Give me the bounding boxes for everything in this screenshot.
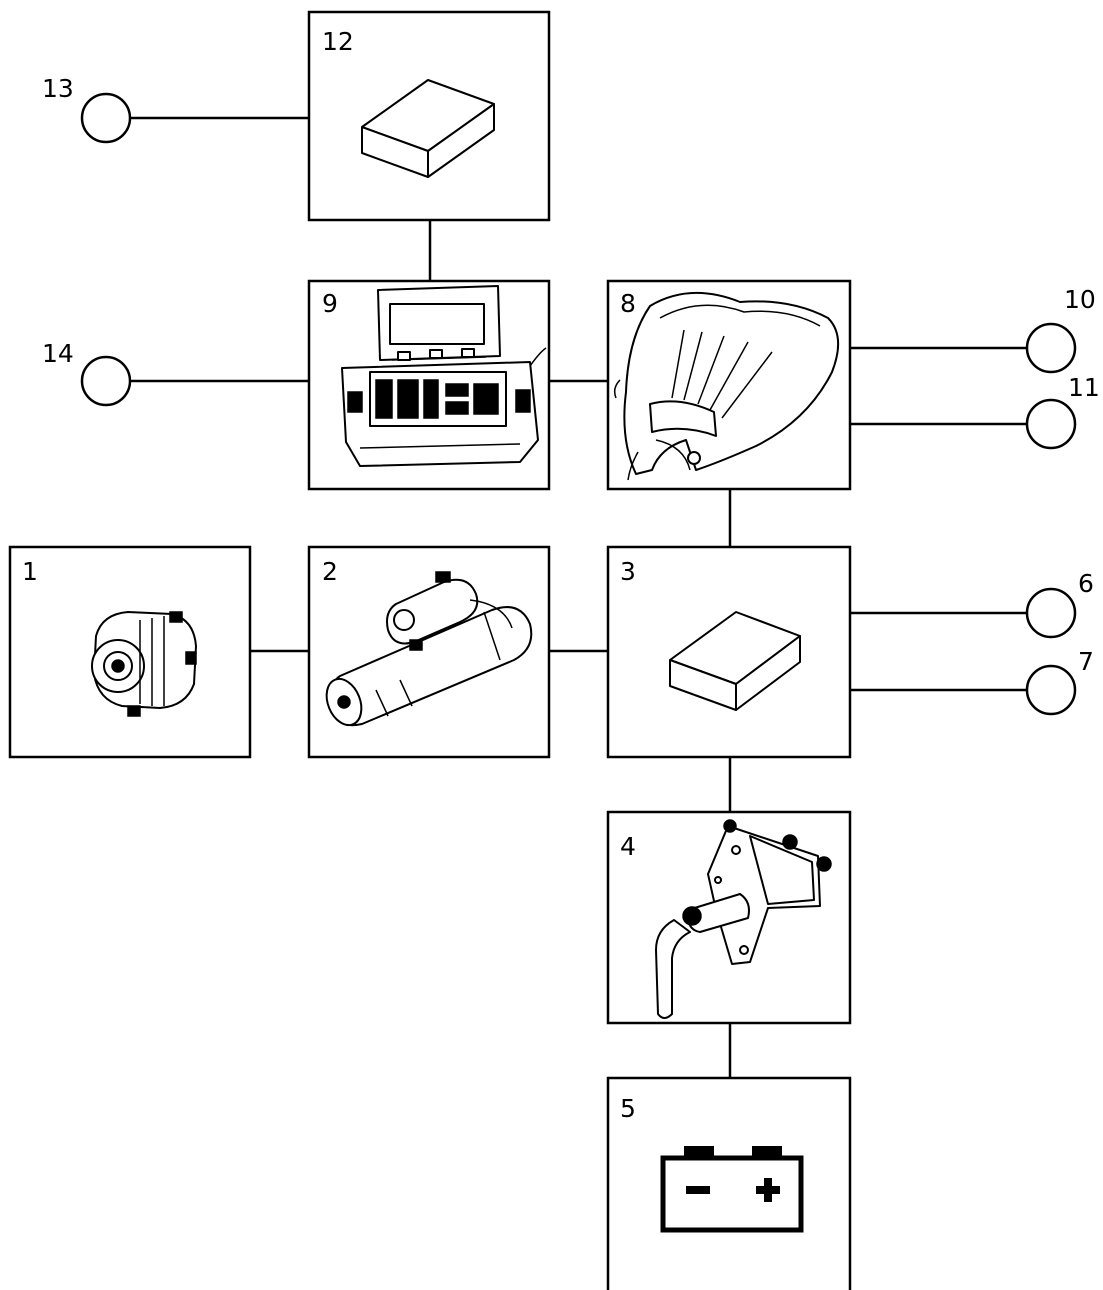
component-label: 8 [620, 289, 636, 318]
relay-icon [655, 819, 832, 1019]
component-label: 2 [322, 557, 338, 586]
connector-13: 13 [42, 74, 132, 144]
control-module-icon [361, 79, 495, 178]
component-12: 12 [307, 10, 551, 222]
connector-label: 7 [1078, 647, 1094, 676]
connector-label: 14 [42, 339, 74, 368]
component-label: 3 [620, 557, 636, 586]
battery-minus-icon [686, 1186, 710, 1194]
component-label: 9 [322, 289, 338, 318]
alternator-icon [91, 611, 197, 717]
connector-14: 14 [42, 339, 132, 407]
connector-11: 11 [1025, 373, 1100, 450]
connector-label: 10 [1064, 285, 1096, 314]
connector-10: 10 [1025, 285, 1096, 374]
battery-icon [660, 1146, 804, 1233]
connector-7: 7 [1025, 647, 1094, 716]
connector-label: 11 [1068, 373, 1100, 402]
control-module-icon [669, 611, 801, 711]
component-label: 4 [620, 832, 636, 861]
component-5: 5 [606, 1076, 852, 1290]
component-2: 2 [307, 545, 551, 759]
wires [131, 116, 1027, 1078]
component-label: 1 [22, 557, 38, 586]
component-label: 12 [322, 27, 354, 56]
component-9: 9 [307, 279, 551, 491]
component-4: 4 [606, 810, 852, 1025]
starter-motor-icon [325, 571, 533, 727]
connector-label: 13 [42, 74, 74, 103]
instrument-panel-icon [341, 285, 547, 467]
harness-icon [613, 292, 839, 481]
component-8: 8 [606, 279, 852, 491]
component-3: 3 [606, 545, 852, 759]
component-1: 1 [8, 545, 252, 759]
connector-label: 6 [1078, 569, 1094, 598]
connector-6: 6 [1025, 569, 1094, 639]
component-label: 5 [620, 1094, 636, 1123]
